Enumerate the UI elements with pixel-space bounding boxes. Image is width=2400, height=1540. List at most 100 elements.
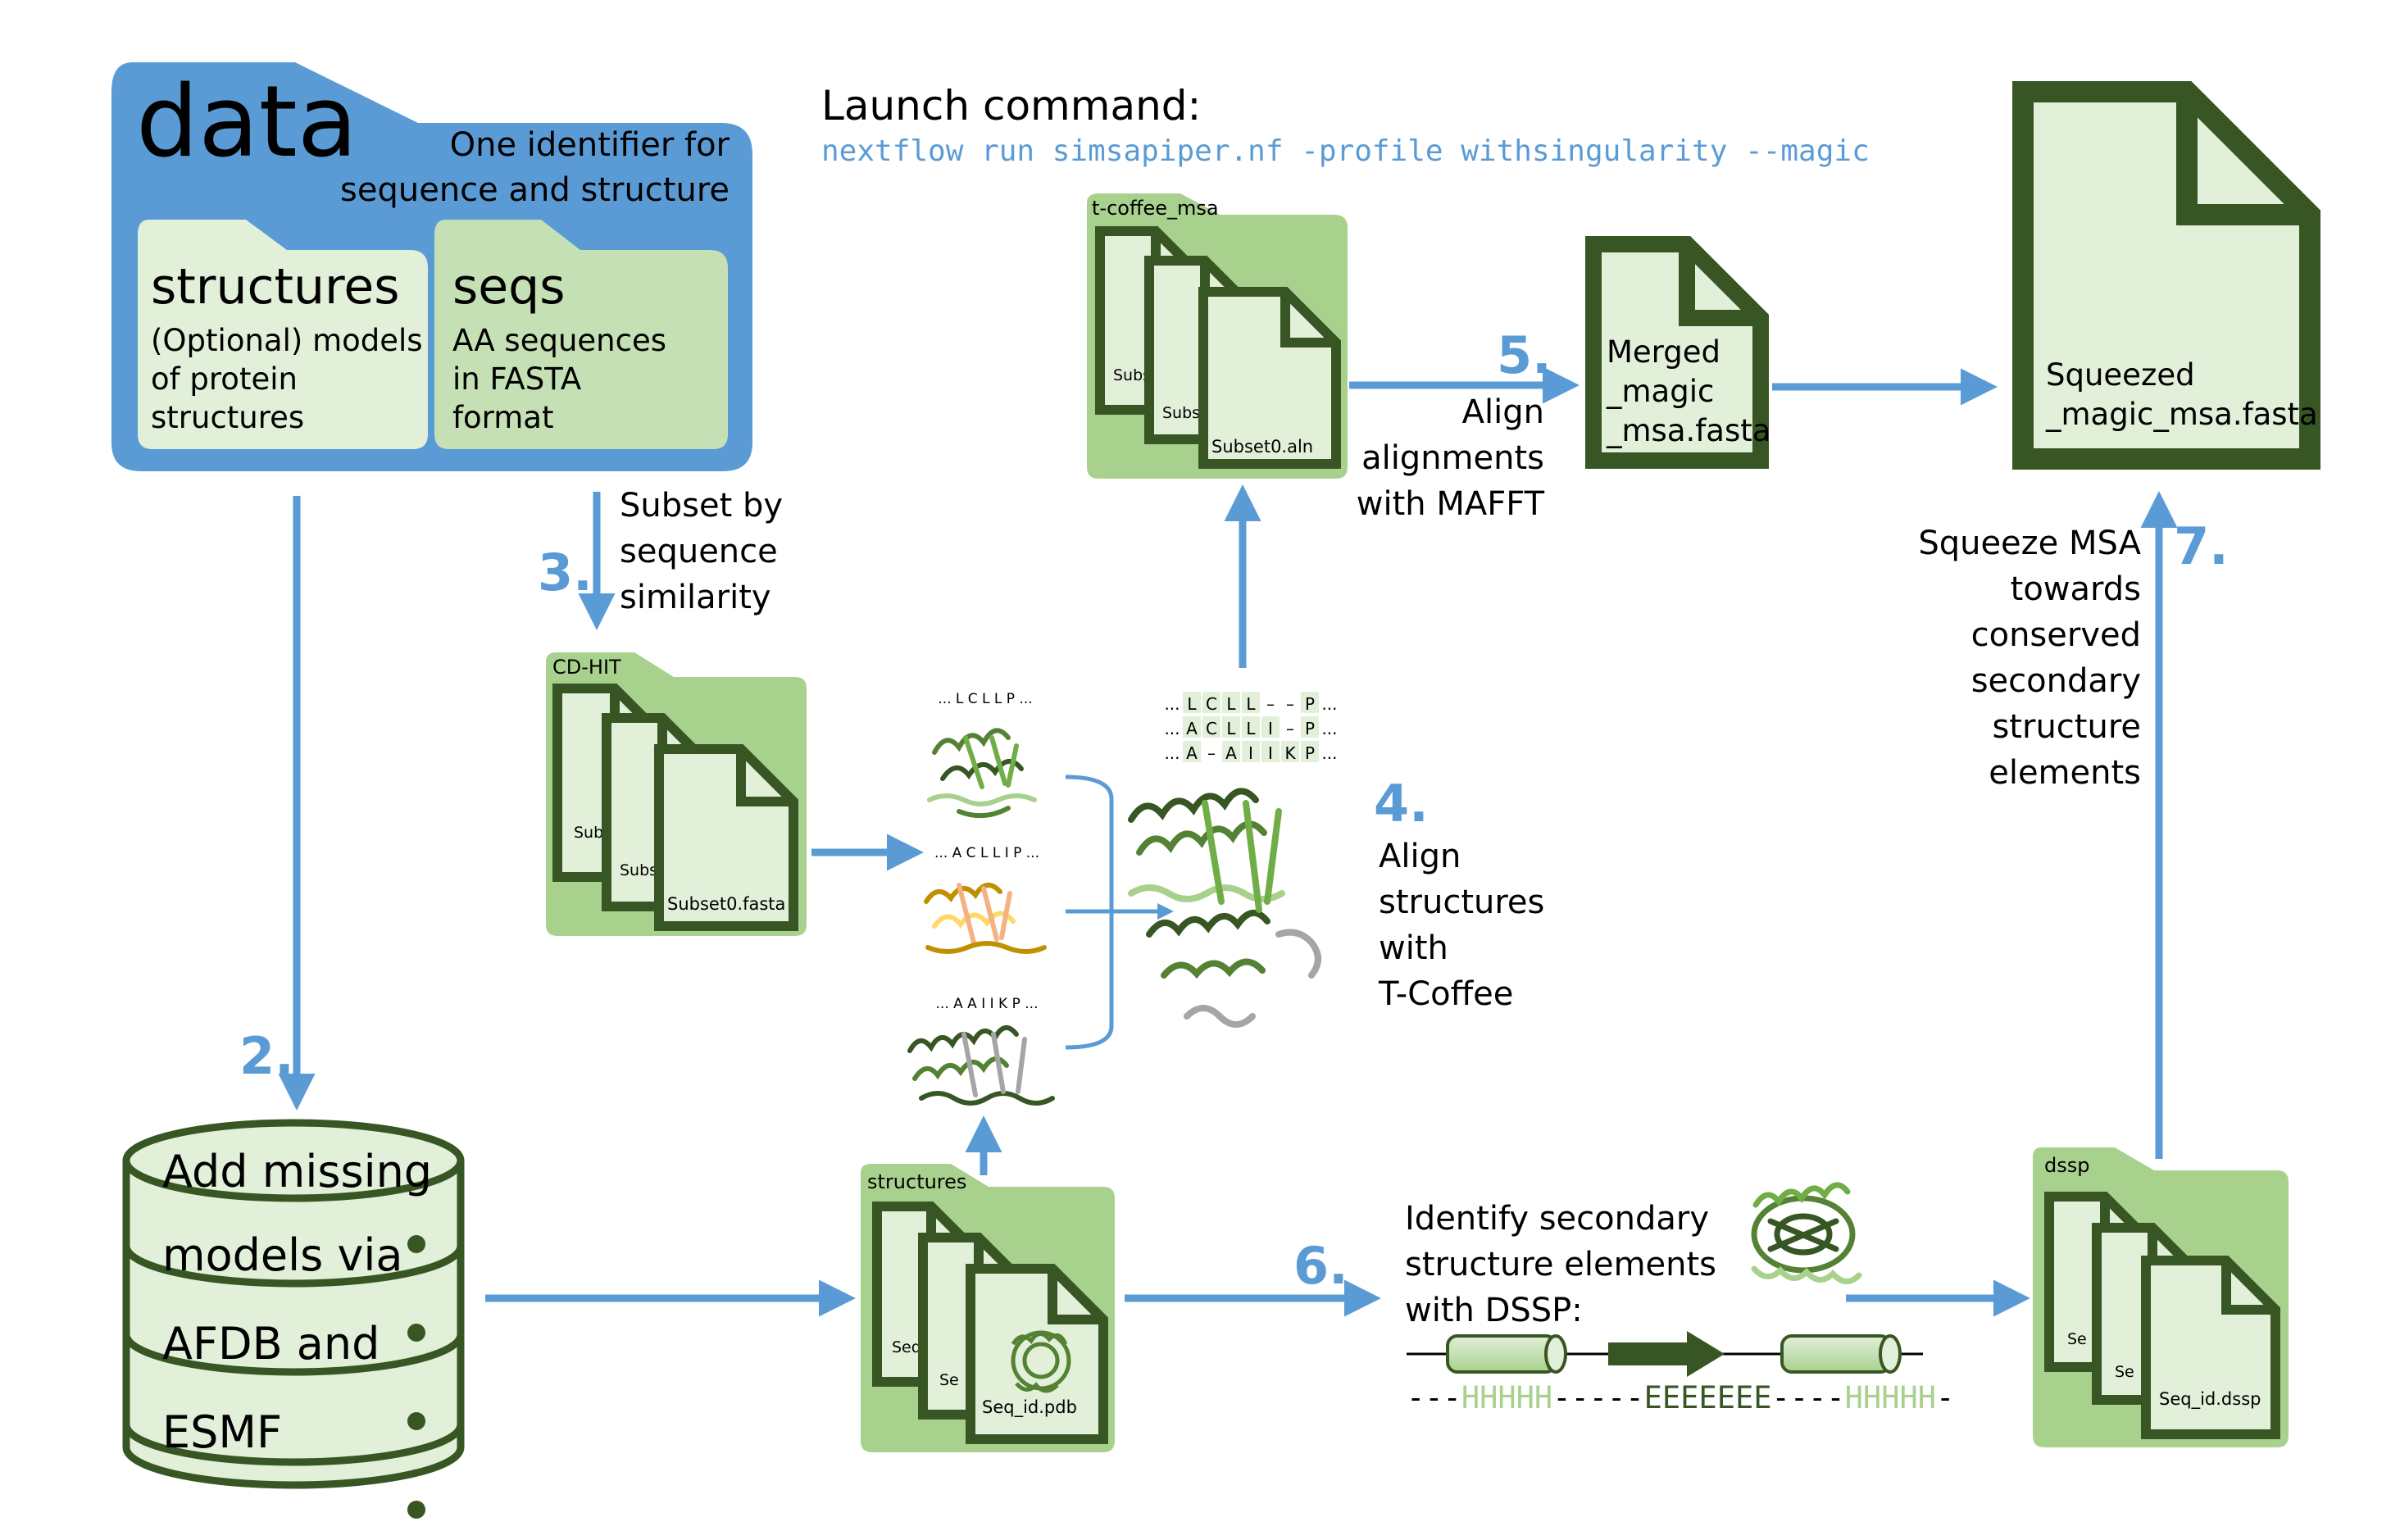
dssp-folder: dssp Se Se Seq_id.dssp <box>2033 1147 2289 1447</box>
cdhit-file-front: Subset0.fasta <box>667 894 785 914</box>
step-5-number: 5. <box>1497 325 1552 385</box>
data-folder: data One identifier for sequence and str… <box>111 62 752 471</box>
file-icon <box>2141 1256 2280 1439</box>
file-icon <box>1198 287 1341 469</box>
structures-folder-label: structures <box>867 1170 966 1193</box>
launch-command-text: nextflow run simsapiper.nf -profile with… <box>821 134 1870 168</box>
step-7-label-line3: conserved <box>1971 616 2141 654</box>
protein-structure-icon <box>1011 1330 1071 1393</box>
folder-icon <box>434 220 728 449</box>
squeezed-msa-file: Squeezed _magic_msa.fasta <box>2012 81 2320 470</box>
step-5-label-line3: with MAFFT <box>1357 485 1545 523</box>
alignment-residue: P <box>1305 719 1315 738</box>
tcoffee-folder: t-coffee_msa Subs Subs Subset0.aln <box>1087 193 1348 479</box>
structures-subfolder-line2: of protein <box>151 361 298 397</box>
step-3-label-line1: Subset by <box>620 487 783 525</box>
dssp-protein-structure-icon <box>1751 1182 1862 1284</box>
alignment-residue: P <box>1305 694 1315 714</box>
step-6-label-line2: structure elements <box>1405 1246 1716 1283</box>
data-folder-note-line2: sequence and structure <box>340 171 730 209</box>
dssp-string: ---HHHHH-----EEEEEEE----HHHHH- <box>1407 1380 1954 1415</box>
data-folder-title: data <box>136 66 357 179</box>
squeezed-file-line2: _magic_msa.fasta <box>2045 397 2318 432</box>
dssp-file-front: Seq_id.dssp <box>2159 1389 2261 1410</box>
step-5-label-line1: Align <box>1462 393 1544 431</box>
step-4-label-line3: with <box>1379 929 1448 967</box>
alignment-cell-bg <box>1183 741 1201 762</box>
database-line1: Add missing <box>162 1146 432 1197</box>
helix-cylinder-icon <box>1446 1334 1567 1374</box>
database-line3: AFDB and <box>162 1318 380 1370</box>
merged-file-line1: Merged <box>1607 334 1720 370</box>
merged-file-line2: _magic <box>1606 374 1714 409</box>
step-3-label-line3: similarity <box>620 579 771 616</box>
seqs-subfolder-line1: AA sequences <box>452 323 666 358</box>
alignment-residue: P <box>1305 743 1315 763</box>
structures-subfolder-title: structures <box>151 258 400 316</box>
step-7-label-line6: elements <box>1989 754 2141 792</box>
helix-cylinder-icon <box>1780 1334 1902 1374</box>
seqs-subfolder-title: seqs <box>452 258 566 316</box>
database-icon <box>122 1119 465 1519</box>
step-3-label-line2: sequence <box>620 533 778 570</box>
strand-arrow-icon <box>1608 1331 1725 1377</box>
step-2-number: 2. <box>239 1026 294 1086</box>
structures-file-back1: Seq <box>892 1338 921 1356</box>
alignment-cell-bg <box>1281 741 1299 762</box>
step-7-label-line4: secondary <box>1971 662 2141 700</box>
structures-file-front: Seq_id.pdb <box>982 1397 1077 1418</box>
file-icon <box>966 1264 1108 1444</box>
step-4-number: 4. <box>1374 774 1429 834</box>
structures-folder: structures Seq Se Seq_id.pdb <box>861 1164 1115 1452</box>
seqs-subfolder-line3: format <box>452 400 553 435</box>
protein-2-sequence: ... A C L L I P ... <box>934 845 1039 861</box>
tcoffee-file-front: Subset0.aln <box>1211 437 1313 457</box>
alignment-residue: L <box>1226 694 1236 714</box>
squeezed-file-line1: Squeezed <box>2046 357 2195 393</box>
step-7-label-line5: structure <box>1992 708 2141 746</box>
alignment-cell-bg <box>1222 741 1240 762</box>
dssp-file-back2: Se <box>2115 1363 2134 1381</box>
alignment-residue: A <box>1186 719 1198 738</box>
alignment-residue: – <box>1266 694 1275 714</box>
alignment-cell-bg <box>1261 716 1280 738</box>
step-6-number: 6. <box>1293 1236 1348 1296</box>
aligned-protein-structure-icon <box>1128 788 1321 1028</box>
structures-file-back2: Se <box>939 1371 959 1389</box>
alignment-cell-bg <box>1183 692 1201 713</box>
merged-file-line3: _msa.fasta <box>1606 413 1770 448</box>
folder-icon <box>138 220 428 449</box>
protein-structure-icon <box>924 883 1047 954</box>
file-icon <box>2012 81 2320 470</box>
alignment-cell-bg <box>1242 692 1260 713</box>
structures-subfolder-line3: structures <box>151 400 304 435</box>
alignment-residue: ... <box>1321 694 1337 714</box>
alignment-residue: ... <box>1321 743 1337 763</box>
alignment-cell-bg <box>1301 741 1319 762</box>
step-7-number: 7. <box>2174 516 2229 576</box>
protein-structure-icon <box>927 728 1037 819</box>
alignment-residue: L <box>1187 694 1197 714</box>
data-folder-note-line1: One identifier for <box>450 126 730 164</box>
alignment-cell-bg <box>1261 741 1280 762</box>
step-5-label-line2: alignments <box>1361 439 1544 477</box>
launch-command-label: Launch command: <box>821 82 1201 129</box>
cdhit-folder-label: CD-HIT <box>552 656 621 679</box>
protein-1-sequence: ... L C L L P ... <box>938 691 1032 707</box>
alignment-residue: – <box>1286 719 1294 738</box>
alignment-residue: I <box>1268 743 1273 763</box>
secondary-structure-track: ---HHHHH-----EEEEEEE----HHHHH- <box>1407 1331 1954 1415</box>
database-line4: ESMF <box>162 1406 282 1458</box>
structures-subfolder: structures (Optional) models of protein … <box>138 220 428 449</box>
alignment-residue: L <box>1226 719 1236 738</box>
alignment-cell-bg <box>1222 692 1240 713</box>
step-4-label-line2: structures <box>1379 884 1544 921</box>
file-icon <box>654 744 798 931</box>
alignment-residue: ... <box>1321 719 1337 738</box>
step-4-label-line1: Align <box>1379 838 1461 875</box>
alignment-residue: ... <box>1164 719 1180 738</box>
alignment-residue: ... <box>1164 743 1180 763</box>
structures-subfolder-line1: (Optional) models <box>151 323 423 358</box>
